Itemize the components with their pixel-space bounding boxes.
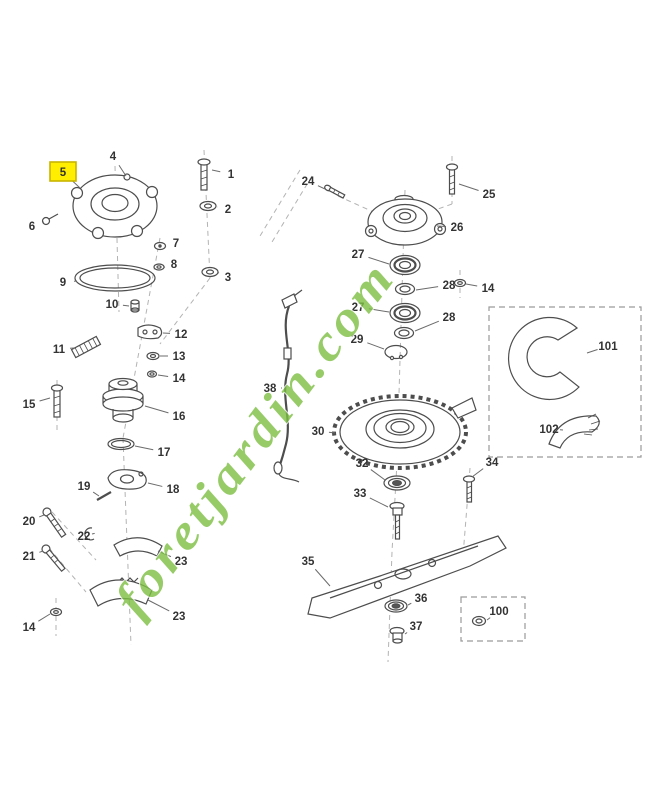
part-label-11: 11 [53, 344, 66, 356]
leader-line-23 [147, 599, 170, 612]
part-label-34: 34 [486, 457, 499, 469]
part-label-28: 28 [443, 280, 456, 292]
part-label-102: 102 [539, 424, 558, 436]
accessory-box-101-102 [488, 306, 642, 458]
leader-line-25 [458, 183, 479, 191]
leader-line-6 [42, 221, 45, 223]
part-label-27: 27 [352, 249, 365, 261]
part-label-26: 26 [451, 222, 464, 234]
part-label-14: 14 [23, 622, 36, 634]
part-label-14: 14 [173, 373, 186, 385]
part-label-16: 16 [173, 411, 186, 423]
part-label-17: 17 [158, 447, 171, 459]
part-label-14: 14 [482, 283, 495, 295]
part-label-23: 23 [175, 556, 188, 568]
part-label-19: 19 [78, 481, 91, 493]
part-label-5: 5 [60, 167, 67, 179]
part-label-29: 29 [351, 334, 364, 346]
part-label-7: 7 [173, 238, 179, 250]
leader-line-4 [118, 164, 127, 177]
part-label-21: 21 [23, 551, 36, 563]
leader-line-36 [407, 602, 412, 606]
leader-line-28 [415, 286, 439, 291]
part-label-23: 23 [173, 611, 186, 623]
part-label-18: 18 [167, 484, 180, 496]
part-label-20: 20 [23, 516, 36, 528]
leader-line-29 [367, 342, 385, 350]
left-assembly-drawing [41, 158, 219, 617]
part-label-2: 2 [225, 204, 231, 216]
leader-line-1 [211, 169, 221, 173]
leader-line-23 [157, 550, 172, 558]
part-label-36: 36 [415, 593, 428, 605]
part-label-25: 25 [483, 189, 496, 201]
leader-line-14 [465, 283, 478, 287]
part-label-4: 4 [110, 151, 117, 163]
leader-line-34 [471, 468, 484, 478]
cable-drawing [273, 289, 303, 483]
part-label-8: 8 [171, 259, 178, 271]
part-label-30: 30 [312, 426, 325, 438]
leader-line-14 [38, 613, 51, 622]
leader-line-19 [92, 491, 100, 497]
part-label-13: 13 [173, 351, 186, 363]
part-label-32: 32 [356, 458, 369, 470]
leader-line-18 [147, 482, 163, 487]
leader-line-24 [317, 185, 326, 190]
part-label-15: 15 [23, 399, 36, 411]
part-label-22: 22 [78, 531, 91, 543]
leader-line-33 [369, 497, 389, 508]
part-label-27: 27 [352, 302, 365, 314]
leader-line-21 [39, 550, 44, 553]
accessory-box-100 [460, 596, 526, 642]
leader-line-15 [39, 397, 51, 402]
leader-line-16 [144, 405, 169, 414]
part-label-38: 38 [264, 383, 277, 395]
leader-line-32 [370, 469, 386, 481]
part-label-33: 33 [354, 488, 367, 500]
part-label-35: 35 [302, 556, 315, 568]
leader-line-30 [328, 431, 336, 434]
leader-line-37 [404, 632, 408, 635]
leader-line-35 [314, 568, 331, 587]
leader-line-100 [486, 617, 491, 621]
part-label-24: 24 [302, 176, 315, 188]
leader-line-28 [414, 320, 440, 332]
leader-line-27 [368, 308, 390, 313]
part-label-10: 10 [106, 299, 119, 311]
leader-line-10 [122, 304, 130, 307]
highlight-box-part-5 [49, 161, 77, 182]
leader-line-14 [157, 374, 169, 377]
leader-line-101 [586, 349, 598, 354]
part-label-6: 6 [29, 221, 35, 233]
part-label-100: 100 [489, 606, 508, 618]
part-label-9: 9 [60, 277, 66, 289]
blade-drawing [307, 535, 507, 644]
leader-line-27 [368, 256, 390, 265]
part-label-12: 12 [175, 329, 188, 341]
part-label-28: 28 [443, 312, 456, 324]
leader-line-20 [39, 514, 45, 518]
part-label-37: 37 [410, 621, 423, 633]
part-label-101: 101 [598, 341, 618, 353]
part-label-3: 3 [225, 272, 231, 284]
leader-line-22 [91, 532, 95, 535]
part-label-1: 1 [228, 169, 235, 181]
leader-line-17 [134, 445, 154, 451]
right-assembly-drawing [324, 163, 477, 540]
